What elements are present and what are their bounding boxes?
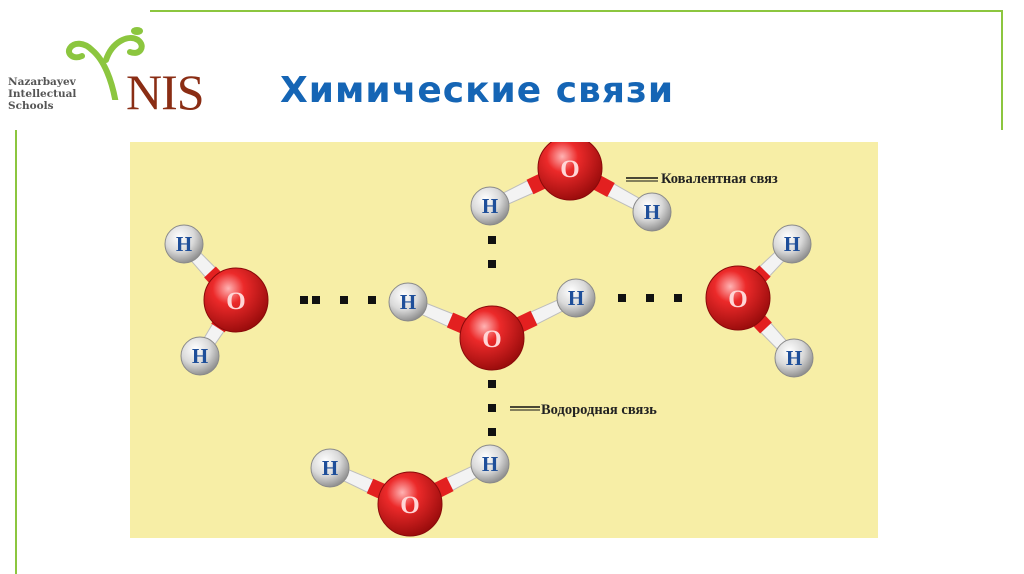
hydrogen-bonds (300, 236, 682, 436)
hydrogen-bond-left (300, 296, 376, 304)
left-border-line (15, 130, 17, 574)
hydrogen-bond-dot-right-2 (646, 294, 654, 302)
hydrogen-atom-bottom-2 (470, 444, 510, 484)
hydrogen-bond-dot-bottom-3 (488, 428, 496, 436)
hydrogen-bond-bottom (488, 380, 496, 436)
hydrogen-symbol-left-1: H (176, 232, 192, 256)
hydrogen-atom-left-1 (164, 224, 204, 264)
hydrogen-bond-dot-left-2 (312, 296, 320, 304)
hydrogen-symbol-right-1: H (784, 232, 800, 256)
water-molecule-top: H H O (470, 142, 672, 232)
hydrogen-atom-top-1 (470, 186, 510, 226)
oxygen-symbol-bottom: O (400, 492, 419, 519)
diagram-canvas: H H O H H O H H O H H O H H O Ковалентная связ Водород… (164, 142, 814, 537)
logo-org-name: Nazarbayev Intellectual Schools (8, 76, 98, 112)
oxygen-atom-top (537, 142, 603, 201)
hydrogen-atom-right-1 (772, 224, 812, 264)
hydrogen-bond-right (618, 294, 682, 302)
water-molecule-right: H H O (705, 224, 814, 378)
oxygen-symbol-right: O (728, 286, 747, 313)
hydrogen-bond-callout: Водородная связь (510, 402, 657, 418)
hydrogen-bond-dot-top-1 (488, 236, 496, 244)
oxygen-symbol-top: O (560, 156, 579, 183)
sprout-logo-icon (66, 27, 145, 100)
hydrogen-symbol-bottom-1: H (322, 456, 338, 480)
oxygen-symbol-center: O (482, 326, 501, 353)
water-molecules: H H O H H O H H O H H O H H O (164, 142, 814, 537)
nis-logo: Nazarbayev Intellectual Schools NIS (4, 20, 234, 117)
hydrogen-bond-top (488, 236, 496, 268)
hydrogen-bond-dot-left-3 (340, 296, 348, 304)
hydrogen-atom-left-2 (180, 336, 220, 376)
water-molecule-left: H H O (164, 224, 269, 376)
water-hydrogen-bond-diagram: H H O H H O H H O H H O H H O Ковалентная связ Водород… (130, 142, 878, 538)
oxygen-symbol-left: O (226, 288, 245, 315)
hydrogen-bond-dot-bottom-2 (488, 404, 496, 412)
oxygen-atom-center (459, 305, 525, 371)
water-molecule-center: H H O (388, 278, 596, 371)
oxygen-atom-bottom (377, 471, 443, 537)
hydrogen-bond-dot-left-4 (368, 296, 376, 304)
logo-mark: NIS (126, 64, 205, 120)
hydrogen-atom-top-2 (632, 192, 672, 232)
oxygen-atom-right (705, 265, 771, 331)
oxygen-atom-left (203, 267, 269, 333)
logo-line-2: Intellectual (8, 88, 77, 100)
logo-line-1: Nazarbayev (8, 76, 76, 88)
right-border-line (1001, 10, 1003, 130)
logo-line-3: Schools (8, 100, 54, 112)
hydrogen-atom-right-2 (774, 338, 814, 378)
hydrogen-atom-center-1 (388, 282, 428, 322)
hydrogen-atom-bottom-1 (310, 448, 350, 488)
hydrogen-symbol-center-1: H (400, 290, 416, 314)
hydrogen-symbol-bottom-2: H (482, 452, 498, 476)
hydrogen-symbol-top-2: H (644, 200, 660, 224)
hydrogen-symbol-right-2: H (786, 346, 802, 370)
hydrogen-symbol-center-2: H (568, 286, 584, 310)
hydrogen-symbol-left-2: H (192, 344, 208, 368)
top-border-line (150, 10, 1002, 12)
hydrogen-bond-dot-bottom-1 (488, 380, 496, 388)
water-molecule-bottom: H H O (310, 444, 510, 537)
hydrogen-bond-label: Водородная связь (541, 402, 657, 418)
hydrogen-atom-center-2 (556, 278, 596, 318)
page-title: Химические связи (280, 70, 675, 111)
hydrogen-bond-dot-right-1 (618, 294, 626, 302)
hydrogen-bond-dot-top-2 (488, 260, 496, 268)
covalent-bond-callout: Ковалентная связ (626, 171, 778, 187)
hydrogen-bond-dot-right-3 (674, 294, 682, 302)
hydrogen-symbol-top-1: H (482, 194, 498, 218)
hydrogen-bond-dot-left-1 (300, 296, 308, 304)
covalent-bond-label: Ковалентная связ (661, 171, 778, 187)
